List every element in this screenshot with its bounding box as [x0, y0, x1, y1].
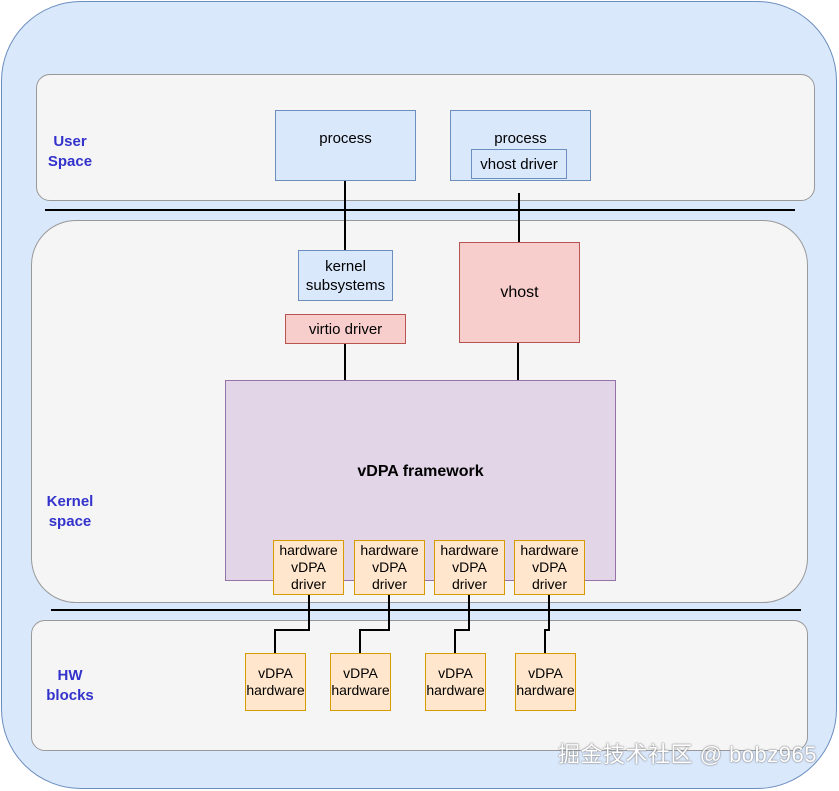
- driver2-to-hardware2-line: [359, 594, 390, 653]
- hw-blocks-label: HW blocks: [46, 667, 94, 704]
- vdpa-hardware-3: vDPA hardware: [425, 653, 486, 711]
- hw-vdpa-driver-2: hardware vDPA driver: [354, 540, 425, 595]
- virtio-driver-box: virtio driver: [285, 314, 406, 344]
- vhost-box: vhost: [459, 242, 580, 343]
- hw-vdpa-driver-label: hardware vDPA driver: [279, 542, 338, 592]
- hw-blocks-layer: [31, 620, 808, 751]
- hw-vdpa-driver-1: hardware vDPA driver: [273, 540, 344, 595]
- vdpa-hardware-label: vDPA hardware: [246, 665, 305, 698]
- vhost-driver-label: vhost driver: [480, 155, 558, 173]
- driver4-to-hardware4-line: [544, 594, 550, 653]
- process-left-box: process: [275, 110, 416, 181]
- hw-vdpa-driver-3: hardware vDPA driver: [434, 540, 505, 595]
- kernel-subsystems-label: kernel subsystems: [305, 257, 386, 294]
- process-right-label: process: [494, 130, 547, 147]
- user-space-layer: [36, 74, 815, 201]
- kernel-subsystems-box: kernel subsystems: [298, 250, 393, 301]
- driver1-to-hardware1-line: [274, 594, 310, 653]
- hw-vdpa-driver-label: hardware vDPA driver: [360, 542, 419, 592]
- virtio-driver-label: virtio driver: [308, 320, 383, 338]
- hw-vdpa-driver-label: hardware vDPA driver: [520, 542, 579, 592]
- hw-vdpa-driver-4: hardware vDPA driver: [514, 540, 585, 595]
- vdpa-hardware-label: vDPA hardware: [516, 665, 575, 698]
- vdpa-framework-label: vDPA framework: [357, 463, 484, 480]
- user-kernel-separator: [45, 209, 795, 211]
- user-space-label: User Space: [47, 133, 93, 170]
- vhost-label: vhost: [500, 284, 539, 301]
- vdpa-hardware-2: vDPA hardware: [330, 653, 391, 711]
- watermark: 掘金技术社区 @ bobz965: [558, 742, 817, 767]
- vdpa-hardware-4: vDPA hardware: [515, 653, 576, 711]
- vdpa-hardware-label: vDPA hardware: [331, 665, 390, 698]
- vhost-driver-box: vhost driver: [471, 149, 567, 179]
- hw-vdpa-driver-label: hardware vDPA driver: [440, 542, 499, 592]
- kernel-space-label: Kernel space: [46, 493, 94, 530]
- driver3-to-hardware3-line: [454, 594, 470, 653]
- kernel-hw-separator: [51, 609, 801, 611]
- vdpa-hardware-label: vDPA hardware: [426, 665, 485, 698]
- vdpa-hardware-1: vDPA hardware: [245, 653, 306, 711]
- process-left-label: process: [319, 130, 372, 147]
